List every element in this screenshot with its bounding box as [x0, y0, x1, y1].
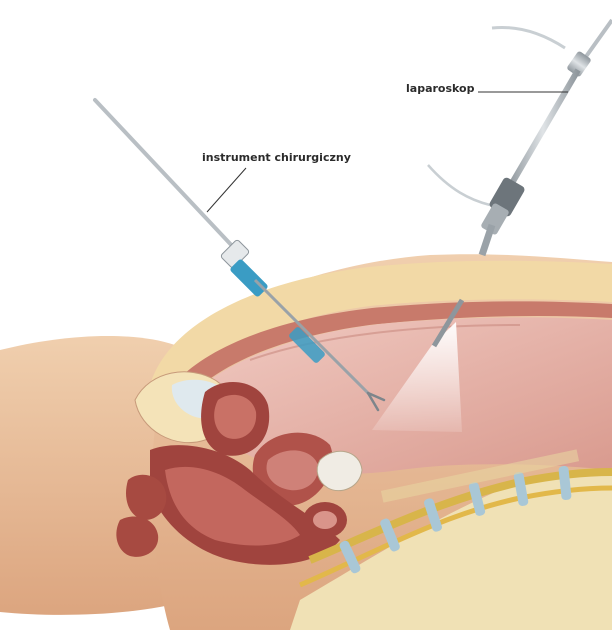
laparoscope-label: laparoskop [406, 82, 474, 95]
surgical-instrument-label: instrument chirurgiczny [202, 151, 351, 164]
instrument-leader-line [207, 168, 246, 212]
